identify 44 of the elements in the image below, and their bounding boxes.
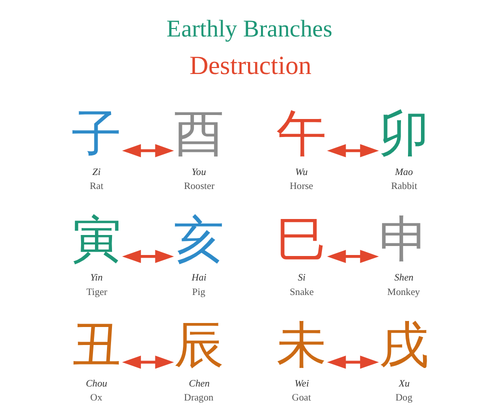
node-label: Chen: [188, 378, 210, 390]
arrow: [122, 144, 174, 158]
arrow: [122, 356, 174, 369]
arrow: [326, 144, 378, 158]
node-text: 卯: [378, 106, 429, 162]
node-label: Rabbit: [390, 181, 417, 192]
node-label: Goat: [291, 392, 310, 404]
label: Destruction: [188, 51, 311, 80]
node-text: 丑: [71, 316, 122, 373]
node-text: 未: [276, 316, 326, 373]
node-label: Pig: [192, 286, 205, 298]
arrow: [326, 250, 378, 264]
node-label: You: [191, 166, 206, 178]
node-text: 子: [71, 106, 122, 162]
node-text: 巳: [276, 211, 326, 268]
node-label: Horse: [289, 181, 313, 192]
node-label: Wu: [294, 166, 308, 178]
diagram-title: Earthly Branches: [166, 16, 332, 42]
node-text: 午: [276, 106, 326, 162]
node-label: Monkey: [386, 286, 420, 298]
node-label: Chou: [85, 378, 107, 390]
node-label: Snake: [289, 286, 314, 298]
node-label: Dragon: [184, 392, 213, 404]
node-label: Tiger: [86, 286, 107, 298]
node-label: Si: [297, 272, 306, 284]
node-label: Rooster: [184, 181, 214, 192]
node-label: Hai: [191, 272, 206, 284]
node-label: Ox: [90, 392, 102, 404]
node-label: Mao: [394, 166, 412, 178]
node-text: 寅: [71, 211, 122, 268]
node-label: Yin: [90, 272, 102, 284]
arrow: [122, 250, 174, 264]
node-label: Shen: [394, 272, 413, 284]
node-text: 戌: [378, 316, 429, 373]
node-label: Wei: [294, 378, 308, 390]
node-text: 申: [378, 211, 429, 268]
node-text: 酉: [174, 106, 224, 162]
node-text: 亥: [174, 211, 224, 268]
arrow: [326, 356, 378, 369]
node-label: Zi: [92, 166, 100, 178]
node-label: Dog: [394, 392, 412, 404]
node-text: 辰: [174, 316, 224, 373]
node-label: Xu: [398, 378, 410, 390]
node-label: Rat: [89, 181, 103, 192]
